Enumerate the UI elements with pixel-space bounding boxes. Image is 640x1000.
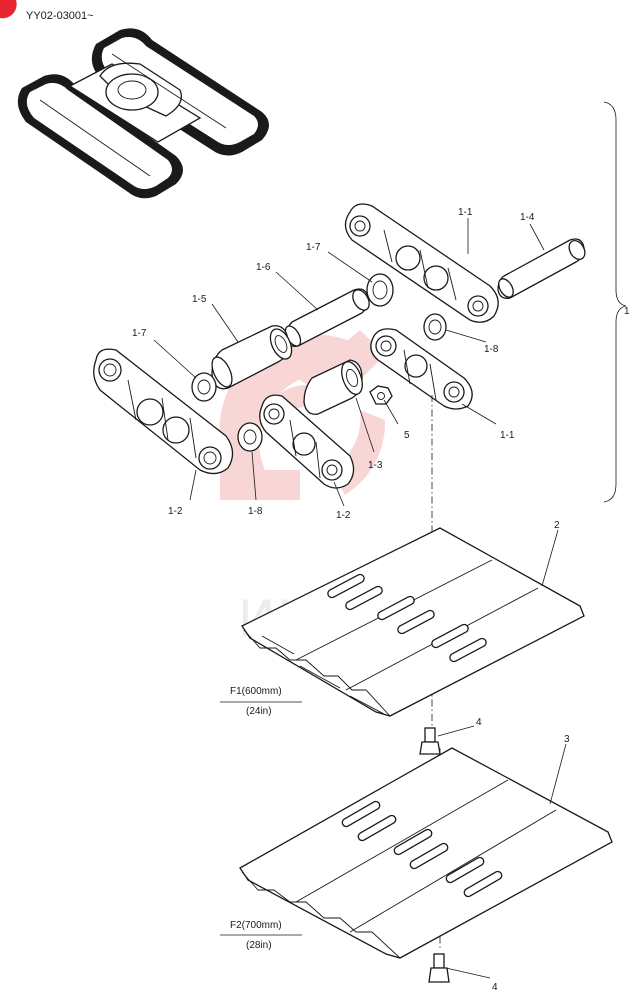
callout-1-5: 1-5 <box>192 294 207 305</box>
callout-2: 2 <box>554 520 560 531</box>
track-shoe-f1 <box>241 527 585 717</box>
callout-1-2-left: 1-2 <box>168 506 183 517</box>
shoe-f1-inch-label: (24in) <box>246 706 272 717</box>
spacer-1-8-right <box>423 313 447 341</box>
track-link-1-2-left <box>93 348 234 475</box>
track-shoe-f2 <box>239 747 613 959</box>
callout-1-1-top: 1-1 <box>458 207 473 218</box>
callout-1-6: 1-6 <box>256 262 271 273</box>
bolt-4-bottom <box>428 953 450 983</box>
assembly-bracket <box>603 101 627 503</box>
callout-1: 1 <box>624 306 630 317</box>
model-range-label: YY02-03001~ <box>26 10 94 22</box>
callout-1-7-top: 1-7 <box>306 242 321 253</box>
brand-corner-mark <box>0 0 17 19</box>
shoe-f1-width-label: F1(600mm) <box>230 686 282 697</box>
bolt-4-top <box>419 727 441 755</box>
bushing-1-5 <box>211 325 293 390</box>
track-link-1-1-bottom <box>370 328 473 410</box>
track-link-1-2-mid <box>259 394 355 489</box>
callout-3: 3 <box>564 734 570 745</box>
shoe-f2-inch-label: (28in) <box>246 940 272 951</box>
leader-lines <box>153 218 567 979</box>
callout-1-4: 1-4 <box>520 212 535 223</box>
seal-1-7-top <box>366 273 394 307</box>
callout-1-7-left: 1-7 <box>132 328 147 339</box>
undercarriage-thumbnail <box>17 28 269 199</box>
spacer-1-8-bottom <box>237 422 263 452</box>
seal-1-7-left <box>191 372 217 402</box>
nut-5 <box>369 385 393 405</box>
track-link-1-1-top <box>344 203 499 323</box>
callout-1-3: 1-3 <box>368 460 383 471</box>
callout-5: 5 <box>404 430 410 441</box>
track-pin-1-4 <box>497 238 586 299</box>
callout-4-top: 4 <box>476 717 482 728</box>
callout-1-2-mid: 1-2 <box>336 510 351 521</box>
callout-1-8-bottom: 1-8 <box>248 506 263 517</box>
callout-1-1-bottom: 1-1 <box>500 430 515 441</box>
bushing-1-3 <box>303 359 363 415</box>
shoe-f2-width-label: F2(700mm) <box>230 920 282 931</box>
callout-4-bottom: 4 <box>492 982 498 993</box>
callout-1-8-right: 1-8 <box>484 344 499 355</box>
